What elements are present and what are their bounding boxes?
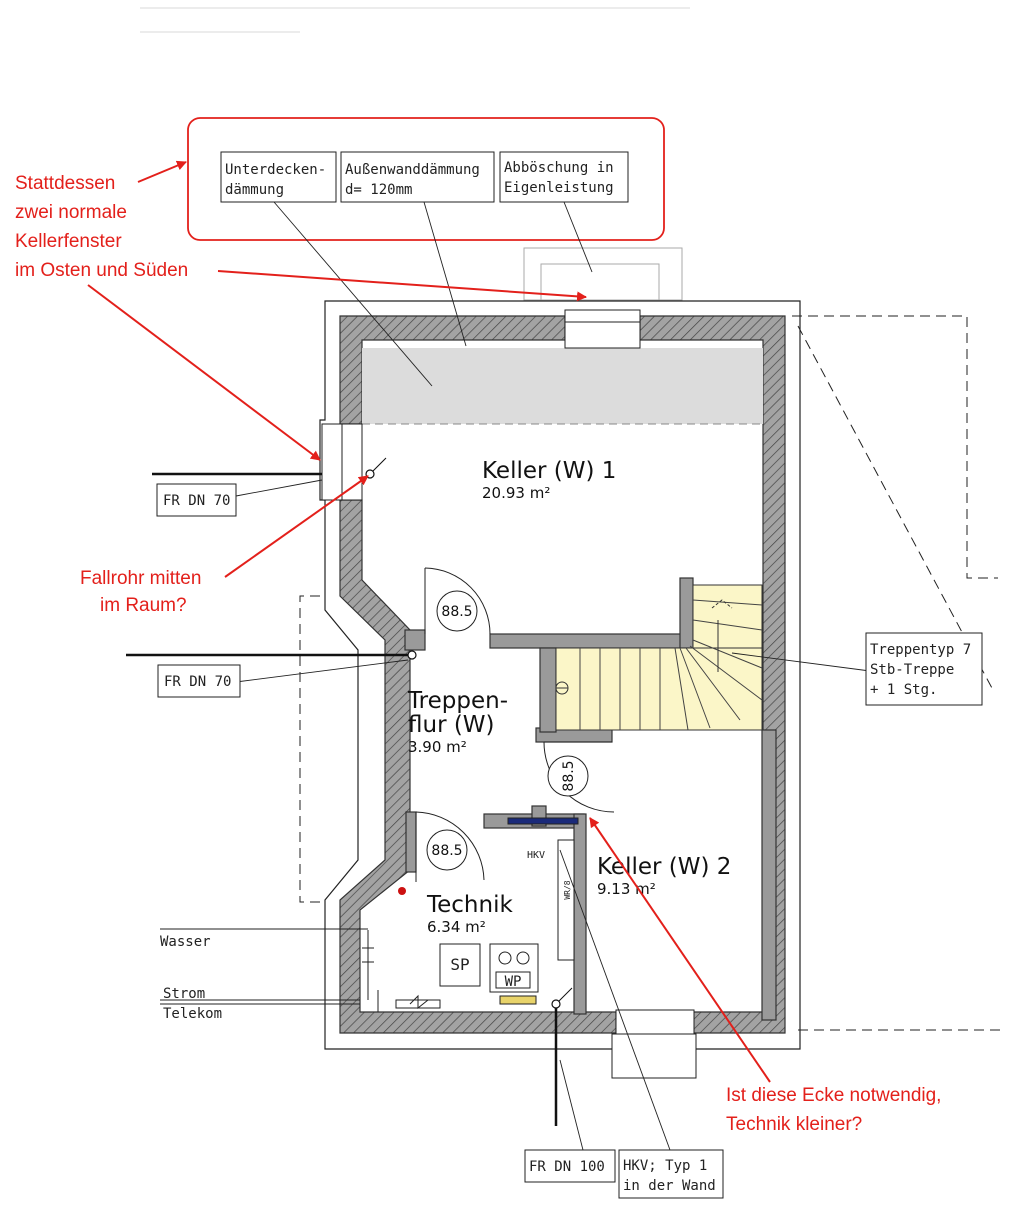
label-unterdecken-1: Unterdecken- — [225, 162, 326, 178]
note-windows-2: zwei normale — [15, 202, 127, 223]
note-windows-1: Stattdessen — [15, 173, 115, 194]
label-treppe-3: + 1 Stg. — [870, 682, 937, 698]
pipes — [126, 457, 573, 1126]
label-strom: Strom — [163, 986, 205, 1002]
label-hkv-small: HKV — [527, 850, 545, 861]
annotation-ecke: Ist diese Ecke notwendig, Technik kleine… — [726, 1085, 941, 1135]
room-flur-line2: flur (W) — [408, 712, 495, 738]
annotation-windows: Stattdessen zwei normale Kellerfenster i… — [15, 173, 188, 281]
header-remnants — [140, 7, 690, 33]
label-box-unterdecken: Unterdecken- dämmung — [220, 151, 337, 203]
label-hkv-2: in der Wand — [623, 1178, 716, 1194]
door-label-1: 88.5 — [441, 604, 472, 620]
room-technik-area: 6.34 m² — [427, 918, 486, 936]
label-box-fr-dn70-lower: FR DN 70 — [157, 664, 241, 698]
light-well-north — [523, 247, 683, 301]
label-box-hkv: HKV; Typ 1 in der Wand — [618, 1149, 724, 1199]
label-wr: WR/8 — [563, 880, 572, 899]
label-box-fr-dn70-upper: FR DN 70 — [156, 483, 237, 517]
note-fallrohr-1: Fallrohr mitten — [80, 568, 201, 589]
label-box-aussenwand: Außenwanddämmung d= 120mm — [340, 151, 495, 203]
room-keller1-name: Keller (W) 1 — [482, 458, 616, 484]
label-treppe-1: Treppentyp 7 — [870, 642, 971, 658]
label-fr-dn70-upper: FR DN 70 — [163, 493, 230, 509]
label-box-fr-dn100: FR DN 100 — [524, 1149, 616, 1183]
annotation-arrows — [87, 160, 771, 1083]
outer-line — [319, 300, 801, 1050]
annotation-fallrohr: Fallrohr mitten im Raum? — [80, 568, 201, 616]
ceiling-insulation — [362, 348, 763, 424]
red-marker — [398, 887, 406, 895]
annotation-box — [187, 117, 665, 241]
technik-equipment — [362, 817, 579, 1012]
staircase — [555, 584, 763, 731]
label-abboeschung-1: Abböschung in — [504, 160, 614, 176]
label-aussenwand-2: d= 120mm — [345, 182, 412, 198]
window-west — [321, 423, 363, 501]
window-north — [564, 309, 641, 349]
label-box-abboeschung: Abböschung in Eigenleistung — [499, 151, 629, 203]
note-windows-3: Kellerfenster — [15, 231, 122, 252]
note-ecke-1: Ist diese Ecke notwendig, — [726, 1085, 941, 1106]
door-tag-2: 88.5 — [547, 755, 589, 797]
door-tag-1: 88.5 — [436, 590, 478, 632]
label-fr-dn70-lower: FR DN 70 — [164, 674, 231, 690]
label-abboeschung-2: Eigenleistung — [504, 180, 614, 196]
door-label-3: 88.5 — [431, 843, 462, 859]
label-telekom: Telekom — [163, 1006, 222, 1022]
label-treppe-2: Stb-Treppe — [870, 662, 954, 678]
room-flur-line1: Treppen- — [407, 688, 508, 714]
note-ecke-2: Technik kleiner? — [726, 1114, 862, 1135]
room-keller2-name: Keller (W) 2 — [597, 854, 731, 880]
room-keller1-area: 20.93 m² — [482, 484, 550, 502]
note-windows-4: im Osten und Süden — [15, 260, 188, 281]
label-fr-dn100: FR DN 100 — [529, 1159, 605, 1175]
label-aussenwand-1: Außenwanddämmung — [345, 162, 480, 178]
door-tag-3: 88.5 — [426, 829, 468, 871]
leader-lines — [235, 201, 871, 1151]
neighbour-outline — [792, 315, 1000, 1031]
door-label-2: 88.5 — [561, 760, 577, 791]
label-sp: SP — [450, 955, 469, 974]
room-flur-area: 3.90 m² — [408, 738, 467, 756]
room-keller2-area: 9.13 m² — [597, 880, 656, 898]
inner-walls — [404, 577, 777, 1021]
label-box-treppe: Treppentyp 7 Stb-Treppe + 1 Stg. — [865, 632, 983, 706]
downpipe-markers — [365, 469, 561, 1009]
room-technik-name: Technik — [426, 892, 513, 918]
window-south — [611, 1009, 697, 1079]
left-outline — [299, 595, 320, 903]
label-wp: WP — [505, 974, 522, 990]
label-hkv-1: HKV; Typ 1 — [623, 1158, 707, 1174]
note-fallrohr-2: im Raum? — [100, 595, 187, 616]
label-unterdecken-2: dämmung — [225, 182, 284, 198]
label-wasser: Wasser — [160, 934, 211, 950]
service-lines — [160, 928, 368, 1005]
